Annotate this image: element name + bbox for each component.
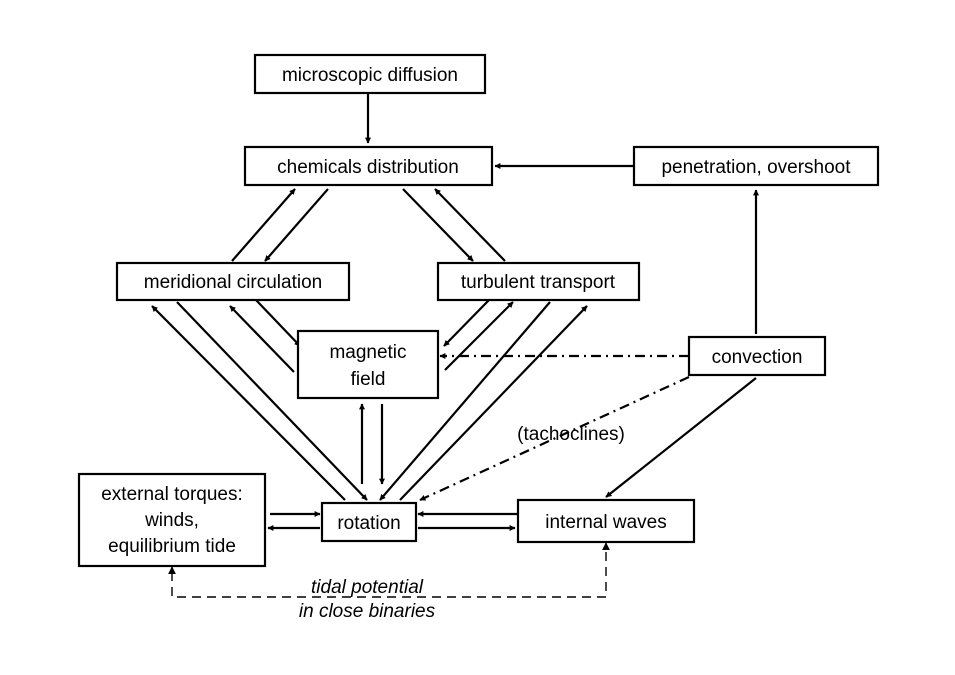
node-magnetic-field: magnetic field bbox=[296, 329, 440, 400]
edge-turbulent-to-rotation bbox=[379, 301, 551, 501]
node-microscopic-diffusion: microscopic diffusion bbox=[253, 53, 487, 95]
node-external-torques-line2: winds, bbox=[144, 510, 199, 531]
edge-meridional-to-rotation bbox=[176, 301, 368, 501]
edge-magnetic-to-meridional bbox=[229, 305, 295, 373]
edge-chemicals-to-turbulent bbox=[402, 188, 474, 262]
node-penetration-overshoot-label: penetration, overshoot bbox=[661, 157, 851, 178]
node-penetration-overshoot: penetration, overshoot bbox=[632, 145, 880, 187]
edge-magnetic-to-turbulent bbox=[444, 301, 514, 371]
edge-tidal-potential bbox=[171, 547, 607, 598]
annotation-tachoclines: (tachoclines) bbox=[517, 424, 625, 445]
edge-meridional-to-magnetic bbox=[255, 299, 301, 347]
node-rotation: rotation bbox=[320, 501, 418, 543]
edge-chemicals-to-meridional bbox=[264, 188, 329, 262]
node-meridional-circulation-label: meridional circulation bbox=[144, 272, 322, 293]
edges bbox=[151, 93, 759, 598]
annotation-tidal-potential-line1: tidal potential bbox=[311, 577, 424, 598]
node-chemicals-distribution: chemicals distribution bbox=[243, 145, 494, 187]
node-external-torques: external torques: winds, equilibrium tid… bbox=[77, 472, 267, 568]
edge-rotation-to-meridional bbox=[151, 305, 346, 501]
edge-turbulent-to-magnetic bbox=[443, 299, 490, 347]
node-magnetic-field-line1: magnetic bbox=[329, 342, 406, 363]
edge-turbulent-to-chemicals bbox=[434, 188, 506, 262]
node-rotation-label: rotation bbox=[337, 513, 400, 534]
node-internal-waves: internal waves bbox=[516, 498, 696, 544]
annotation-tidal-potential-line2: in close binaries bbox=[299, 601, 436, 622]
node-turbulent-transport: turbulent transport bbox=[436, 261, 641, 302]
node-magnetic-field-line2: field bbox=[351, 369, 386, 390]
node-external-torques-line1: external torques: bbox=[101, 484, 243, 505]
node-convection-label: convection bbox=[712, 347, 803, 368]
node-chemicals-distribution-label: chemicals distribution bbox=[277, 157, 459, 178]
node-convection: convection bbox=[687, 335, 827, 377]
node-meridional-circulation: meridional circulation bbox=[115, 261, 351, 302]
node-turbulent-transport-label: turbulent transport bbox=[461, 272, 616, 293]
node-internal-waves-label: internal waves bbox=[545, 512, 666, 533]
edge-convection-to-waves bbox=[605, 377, 757, 498]
node-microscopic-diffusion-label: microscopic diffusion bbox=[282, 65, 458, 86]
edge-meridional-to-chemicals bbox=[231, 188, 296, 262]
edge-convection-to-rotation bbox=[419, 375, 690, 502]
edge-rotation-to-turbulent bbox=[399, 305, 588, 501]
node-external-torques-line3: equilibrium tide bbox=[108, 536, 236, 557]
